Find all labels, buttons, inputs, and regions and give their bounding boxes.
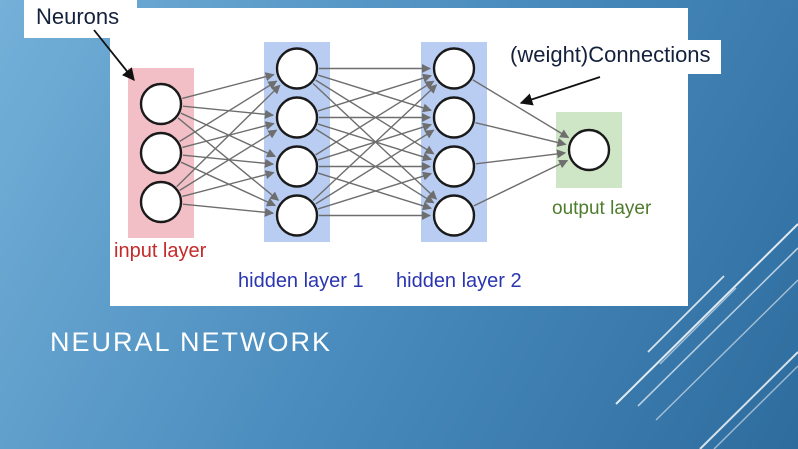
- slide-title: NEURAL NETWORK: [50, 327, 333, 357]
- output-layer-label: output layer: [552, 198, 652, 219]
- hidden-layer-1-label: hidden layer 1: [238, 270, 364, 292]
- neurons-label: Neurons: [24, 0, 138, 39]
- weight-connections-label: (weight)Connections: [502, 40, 721, 75]
- hidden-layer-2-label: hidden layer 2: [396, 270, 522, 292]
- input-layer-label: input layer: [114, 240, 207, 262]
